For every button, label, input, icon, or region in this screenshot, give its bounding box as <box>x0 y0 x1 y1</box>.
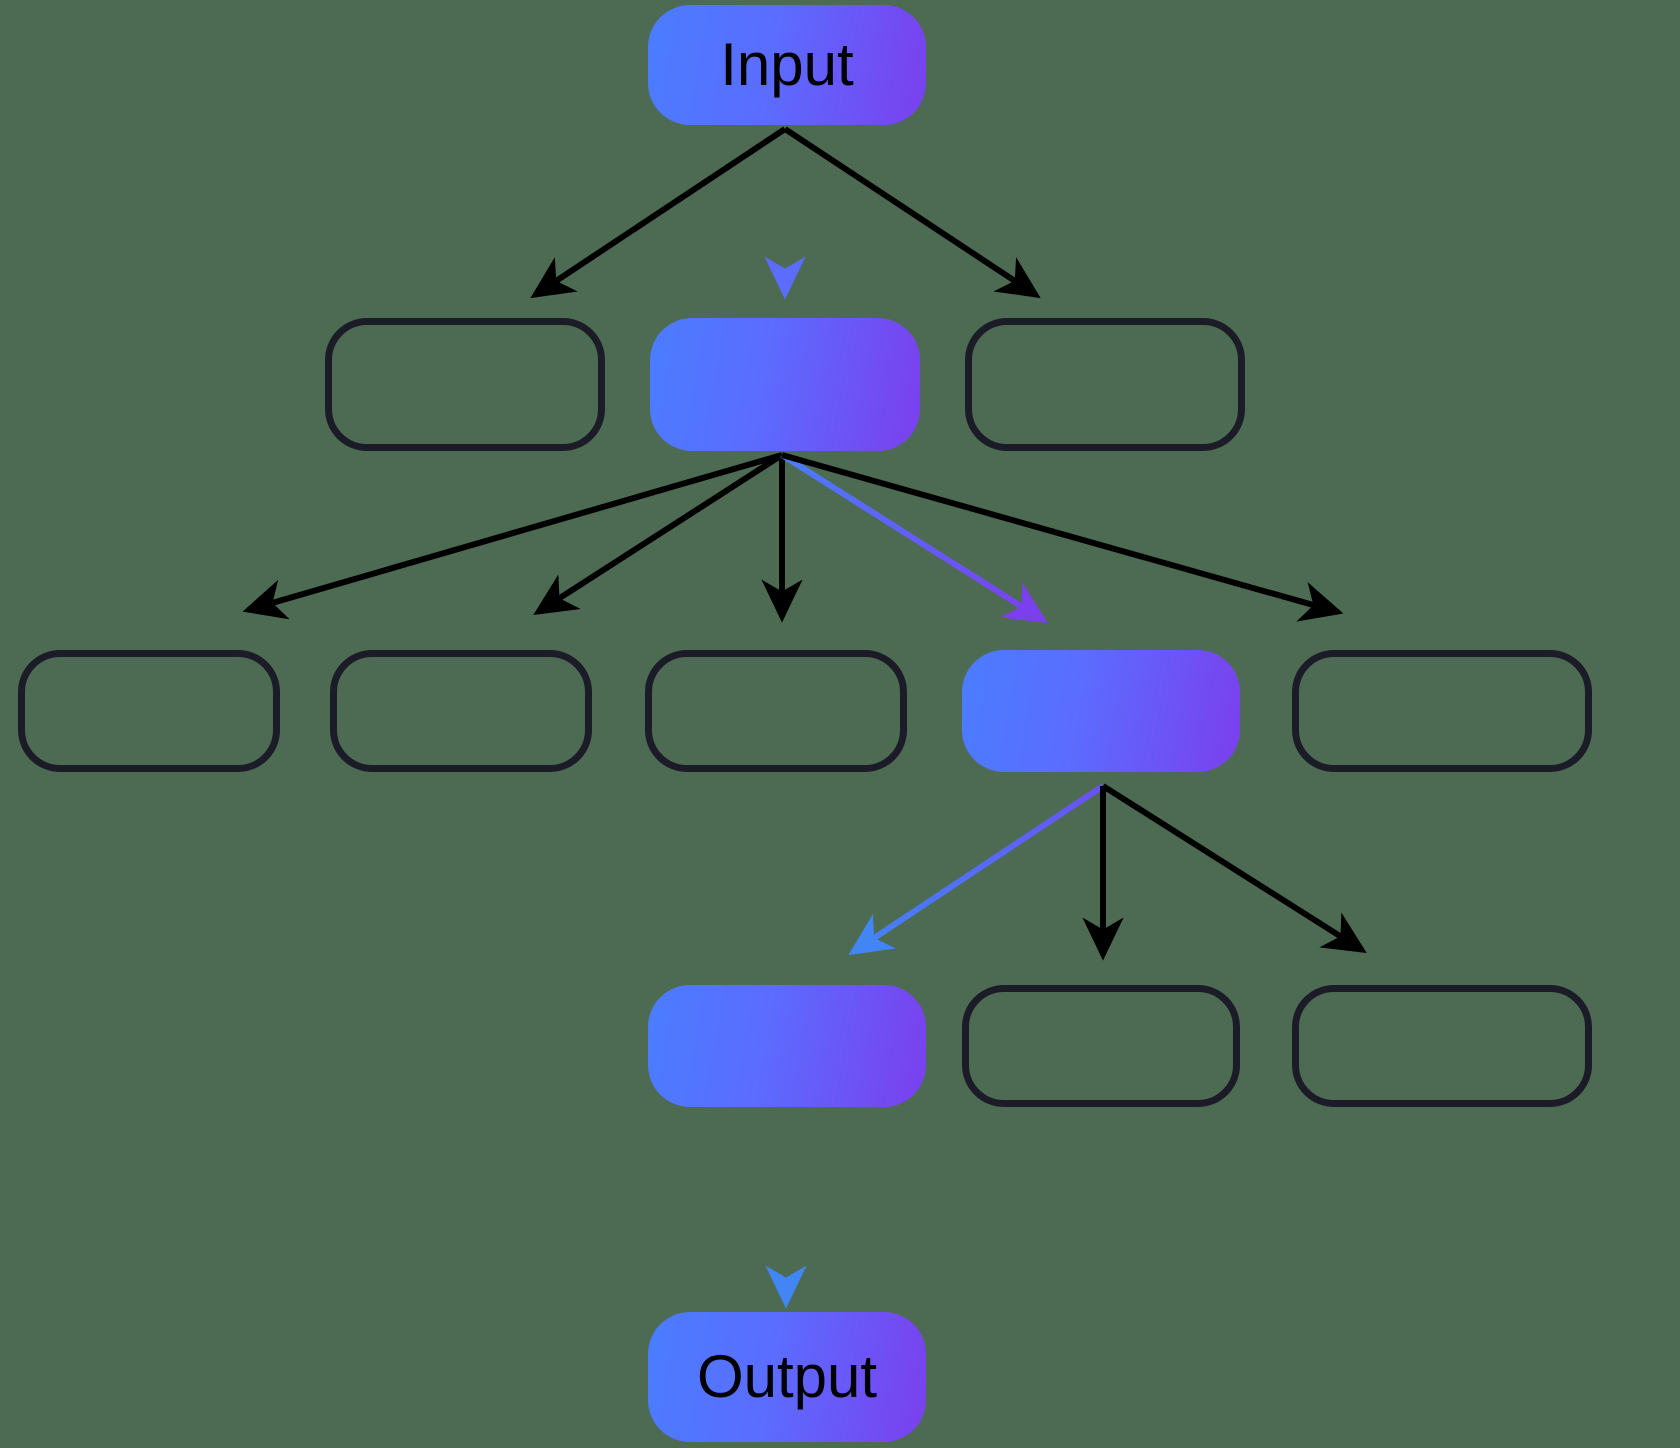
node-l1n2[interactable] <box>650 318 920 451</box>
edge-l1n2-to-l2n1 <box>242 452 783 620</box>
edge-input-to-l1n1 <box>530 126 787 299</box>
node-label-input: Input <box>720 31 854 98</box>
node-l1n3[interactable] <box>965 318 1245 451</box>
node-l3n2[interactable] <box>962 985 1240 1107</box>
edge-l1n2-to-l2n2 <box>533 452 784 616</box>
node-label-output: Output <box>696 1343 878 1410</box>
node-input[interactable]: Input <box>648 5 926 125</box>
edge-input-to-l1n3 <box>783 126 1041 299</box>
node-l2n3[interactable] <box>645 650 907 772</box>
node-l2n2[interactable] <box>330 650 592 772</box>
edge-l2n4-to-l3n1-highlighted <box>848 783 1105 956</box>
edge-l1n2-to-l2n4-highlighted <box>780 452 1048 624</box>
node-l1n1[interactable] <box>325 318 605 451</box>
edge-l1n2-to-l2n5 <box>781 452 1344 622</box>
node-output[interactable]: Output <box>648 1312 926 1442</box>
node-l2n4[interactable] <box>962 650 1240 772</box>
node-l2n1[interactable] <box>18 650 280 772</box>
edge-l2n4-to-l3n3 <box>1101 783 1367 954</box>
node-l2n5[interactable] <box>1292 650 1592 772</box>
node-l3n3[interactable] <box>1292 985 1592 1107</box>
node-l3n1[interactable] <box>648 985 926 1107</box>
